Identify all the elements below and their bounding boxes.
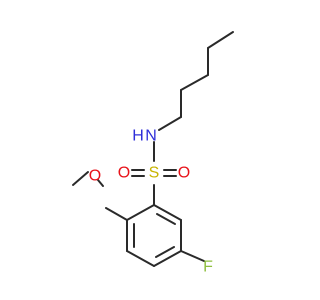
hydrogen-atom-label: H bbox=[132, 128, 144, 145]
ring-bond-3 bbox=[153, 250, 182, 267]
molecule-canvas: N H S O O O F bbox=[72, 31, 234, 276]
ring-bond-4 bbox=[126, 250, 155, 267]
bond-o-methyl-link bbox=[97, 179, 104, 187]
bond-chain-3 bbox=[180, 74, 209, 91]
oxygen-right-atom-label: O bbox=[178, 165, 190, 182]
oxygen-methoxy-atom-label: O bbox=[89, 168, 101, 185]
ring-double-2 bbox=[155, 246, 175, 258]
nitrogen-atom-label: N bbox=[145, 128, 157, 145]
sulfur-atom-label: S bbox=[149, 165, 160, 182]
bond-chain-5 bbox=[158, 116, 182, 131]
ring-bond-1 bbox=[153, 204, 182, 221]
oxygen-left-atom-label: O bbox=[118, 165, 130, 182]
ring-bond-6 bbox=[126, 204, 155, 221]
bond-chain-1 bbox=[207, 31, 234, 49]
bond-o-methyl bbox=[72, 171, 89, 186]
ring-double-1 bbox=[156, 213, 176, 225]
bond-ring-o bbox=[105, 207, 128, 221]
fluorine-atom-label: F bbox=[203, 259, 213, 276]
molecule-structure: N H S O O O F bbox=[72, 31, 234, 276]
bond-ring-f bbox=[180, 250, 205, 262]
